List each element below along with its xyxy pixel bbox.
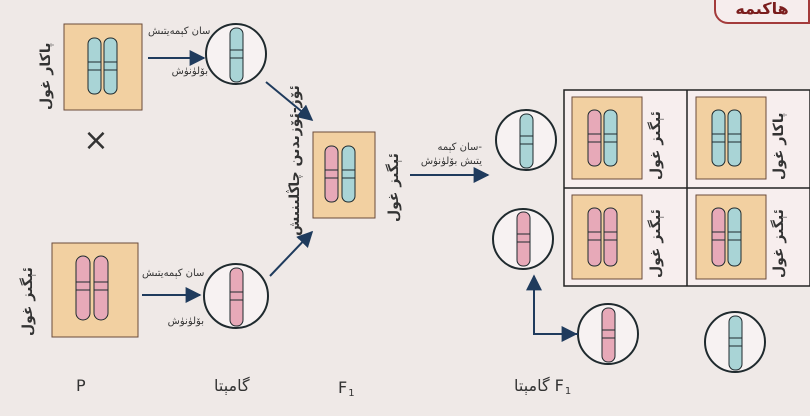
f1-chromosomes bbox=[324, 145, 356, 203]
meiosis-bottom-line1: سان كېمەيتىش bbox=[142, 268, 205, 279]
p-top-label: پاكار غول bbox=[38, 42, 54, 110]
label-gamete: گامېتا bbox=[214, 376, 250, 395]
grid-cell-top-left bbox=[571, 96, 643, 180]
f1-tall-label: ئېگىز غول bbox=[386, 153, 402, 222]
meiosis-bottom-line2: بۆلۈنۈش bbox=[167, 316, 204, 327]
label-f1: F1 bbox=[338, 378, 355, 399]
grid-label-bottom-right: ئېگىز غول bbox=[771, 209, 787, 278]
arrow-gamete-top-to-f1 bbox=[265, 81, 314, 122]
label-p: P bbox=[76, 376, 86, 395]
grid-cell-bottom-right bbox=[695, 194, 767, 280]
arrow-gamete-bottom-to-f1 bbox=[269, 230, 314, 277]
grid-label-top-left: ئېگىز غول bbox=[648, 111, 664, 180]
p-top-box bbox=[63, 23, 143, 111]
grid-label-top-right: پاكار غول bbox=[771, 112, 787, 180]
p-bottom-label: ئېگىز غول bbox=[20, 267, 36, 336]
grid-cell-bottom-left bbox=[571, 194, 643, 280]
cross-symbol: × bbox=[83, 123, 108, 158]
section-tag: ھاكىمە bbox=[714, 0, 810, 24]
meiosis-f1-line1: سان كېمە- bbox=[437, 142, 482, 153]
label-f1-gamete: گامېتا F1 bbox=[514, 376, 572, 397]
f1-vertical-label: ئۆز-ئۆزىدىن چاڭلىنىش bbox=[287, 85, 303, 236]
meiosis-top-line2: بۆلۈنۈش bbox=[171, 66, 208, 77]
p-bottom-chromosomes bbox=[75, 255, 109, 321]
grid-cell-top-right bbox=[695, 96, 767, 180]
p-top-chromosomes bbox=[87, 37, 118, 95]
grid-label-bottom-left: ئېگىز غول bbox=[648, 209, 664, 278]
meiosis-f1-line2: يتىش بۆلۈنۈش bbox=[420, 156, 482, 167]
meiosis-top-line1: سان كېمەيتىش bbox=[148, 26, 211, 37]
